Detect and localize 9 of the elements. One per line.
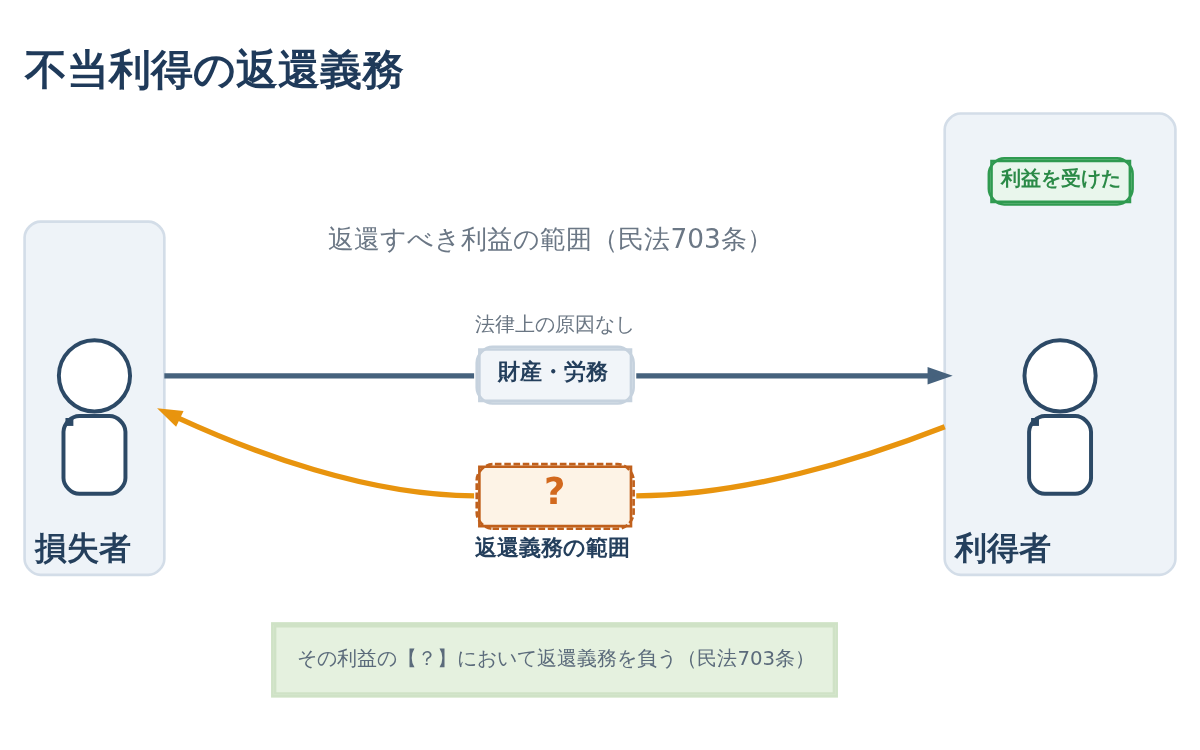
arrow [636,366,953,385]
node-label: 返還義務の範囲 [475,533,631,560]
arrow [157,407,475,498]
cluster: 損失者 [23,219,166,576]
diagram-title: 不当利得の返還義務 [24,44,404,94]
connector [164,372,475,378]
node-label: 法律上の原因なし [475,312,636,336]
connector [636,423,946,498]
label: 返還すべき利益の範囲（民法703条） [328,223,773,254]
